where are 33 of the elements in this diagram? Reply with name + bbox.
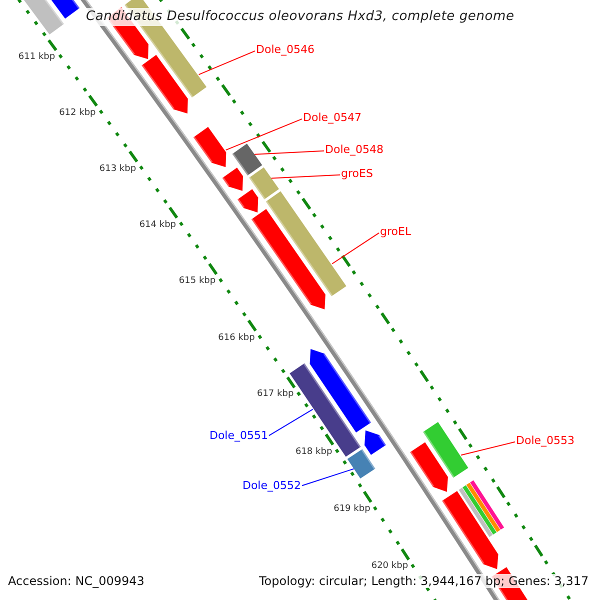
- gene-label: groEL: [380, 225, 412, 238]
- gene-label: groES: [341, 167, 373, 180]
- gene-block: [231, 144, 262, 176]
- scale-label: 613 kbp: [99, 164, 136, 174]
- gene-label: Dole_0546: [256, 43, 315, 56]
- leader-line: [225, 118, 302, 151]
- scale-label: 612 kbp: [59, 108, 96, 119]
- gene-block: [422, 422, 468, 479]
- gene-label: Dole_0551: [209, 429, 268, 442]
- scale-label: 615 kbp: [178, 276, 216, 287]
- scale-label: 616 kbp: [218, 332, 255, 344]
- leader-line: [332, 232, 380, 264]
- scale-label: 617 kbp: [256, 389, 294, 400]
- footer-text: Topology: circular; Length: 3,944,167 bp; Genes: 3,317: [259, 574, 589, 588]
- scale-label: 611 kbp: [18, 52, 56, 63]
- leader-line: [270, 174, 340, 179]
- scale-label: 620 kbp: [371, 561, 408, 572]
- gene-block: [248, 167, 279, 200]
- gene-label: Dole_0552: [242, 479, 301, 492]
- scale-label: 614 kbp: [139, 220, 176, 230]
- gene-label: Dole_0553: [516, 434, 575, 448]
- gene-block: [264, 191, 346, 298]
- leader-line: [254, 150, 324, 155]
- gene-label: Dole_0548: [325, 143, 384, 156]
- leader-line: [268, 408, 314, 436]
- leader-line: [460, 441, 516, 456]
- gene-arrow: [192, 126, 226, 168]
- footer-text: Accession: NC_009943: [8, 574, 144, 588]
- gene-block: [347, 448, 377, 479]
- gene-label: Dole_0547: [303, 111, 362, 124]
- leader-line: [198, 50, 256, 76]
- scale-label: 619 kbp: [334, 504, 370, 515]
- scale-label: 618 kbp: [295, 446, 332, 458]
